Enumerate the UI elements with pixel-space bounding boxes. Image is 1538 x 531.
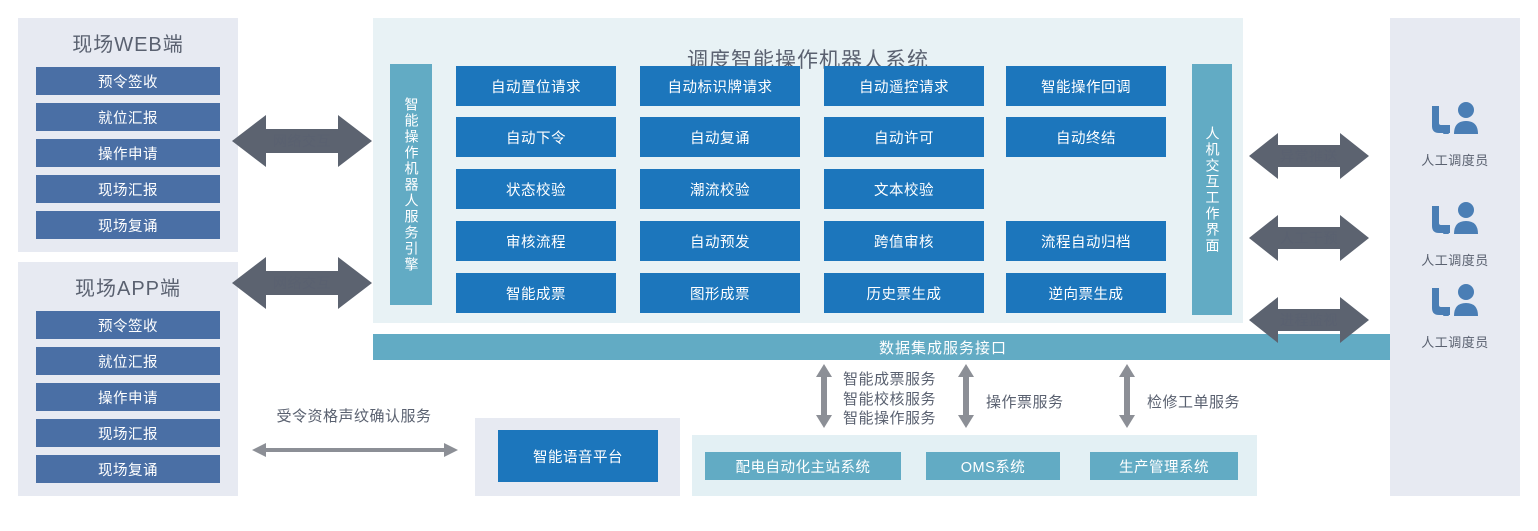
app-item-2[interactable]: 操作申请	[36, 383, 220, 411]
operator-0-label: 人工调度员	[1421, 153, 1489, 168]
operators-panel	[1390, 18, 1520, 496]
operator-1: 人工调度员	[1390, 200, 1520, 269]
fn-1-3[interactable]: 自动终结	[1006, 117, 1166, 157]
web-item-3[interactable]: 现场汇报	[36, 175, 220, 203]
fn-3-3[interactable]: 流程自动归档	[1006, 221, 1166, 261]
web-item-0[interactable]: 预令签收	[36, 67, 220, 95]
service-arrow-1	[952, 362, 980, 430]
operator-2: 人工调度员	[1390, 282, 1520, 351]
app-item-0[interactable]: 预令签收	[36, 311, 220, 339]
app-client-title: 现场APP端	[74, 278, 182, 300]
operator-1-label: 人工调度员	[1421, 253, 1489, 268]
fn-3-0[interactable]: 审核流程	[456, 221, 616, 261]
hmi-bar-label: 人机交互工作界面	[1204, 125, 1221, 254]
web-item-2[interactable]: 操作申请	[36, 139, 220, 167]
fn-0-3[interactable]: 智能操作回调	[1006, 66, 1166, 106]
network-arrow-web: 网络交互	[232, 113, 372, 169]
data-integration-bar: 数据集成服务接口	[373, 334, 1513, 360]
operator-console-icon	[1426, 102, 1484, 148]
ext-system-0[interactable]: 配电自动化主站系统	[705, 452, 901, 480]
fn-1-2[interactable]: 自动许可	[824, 117, 984, 157]
fn-1-0[interactable]: 自动下令	[456, 117, 616, 157]
fn-2-2[interactable]: 文本校验	[824, 169, 984, 209]
service-arrow-0	[810, 362, 838, 430]
fn-4-0[interactable]: 智能成票	[456, 273, 616, 313]
hmi-arrow-exception: 异常推送	[1249, 131, 1369, 181]
operator-console-icon	[1426, 284, 1484, 330]
voice-arrow-label: 受令资格声纹确认服务	[276, 408, 432, 425]
app-item-4[interactable]: 现场复诵	[36, 455, 220, 483]
fn-4-2[interactable]: 历史票生成	[824, 273, 984, 313]
network-arrow-app: 网络交互	[232, 255, 372, 311]
fn-0-2[interactable]: 自动遥控请求	[824, 66, 984, 106]
engine-vertical-bar: 智能操作机器人服务引擎	[390, 64, 432, 305]
hmi-arrow-intervene: 人工干预	[1249, 213, 1369, 263]
fn-3-1[interactable]: 自动预发	[640, 221, 800, 261]
ext-system-1[interactable]: OMS系统	[926, 452, 1060, 480]
fn-0-0[interactable]: 自动置位请求	[456, 66, 616, 106]
app-item-1[interactable]: 就位汇报	[36, 347, 220, 375]
service-label-0: 智能成票服务 智能校核服务 智能操作服务	[843, 371, 937, 427]
fn-4-1[interactable]: 图形成票	[640, 273, 800, 313]
service-label-1: 操作票服务	[986, 394, 1064, 411]
voice-platform-box[interactable]: 智能语音平台	[498, 430, 658, 482]
web-client-title: 现场WEB端	[72, 34, 184, 56]
hmi-vertical-bar: 人机交互工作界面	[1192, 64, 1232, 315]
fn-0-1[interactable]: 自动标识牌请求	[640, 66, 800, 106]
fn-4-3[interactable]: 逆向票生成	[1006, 273, 1166, 313]
web-item-4[interactable]: 现场复诵	[36, 211, 220, 239]
fn-2-1[interactable]: 潮流校验	[640, 169, 800, 209]
fn-3-2[interactable]: 跨值审核	[824, 221, 984, 261]
operator-console-icon	[1426, 202, 1484, 248]
voice-arrow	[232, 438, 478, 462]
operator-2-label: 人工调度员	[1421, 335, 1489, 350]
ext-system-2[interactable]: 生产管理系统	[1090, 452, 1238, 480]
service-label-2: 检修工单服务	[1147, 394, 1241, 411]
engine-bar-label: 智能操作机器人服务引擎	[403, 96, 420, 273]
fn-1-1[interactable]: 自动复诵	[640, 117, 800, 157]
hmi-arrow-monitor: 进程监视	[1249, 295, 1369, 345]
operator-0: 人工调度员	[1390, 100, 1520, 169]
fn-2-0[interactable]: 状态校验	[456, 169, 616, 209]
service-arrow-2	[1113, 362, 1141, 430]
app-item-3[interactable]: 现场汇报	[36, 419, 220, 447]
web-item-1[interactable]: 就位汇报	[36, 103, 220, 131]
